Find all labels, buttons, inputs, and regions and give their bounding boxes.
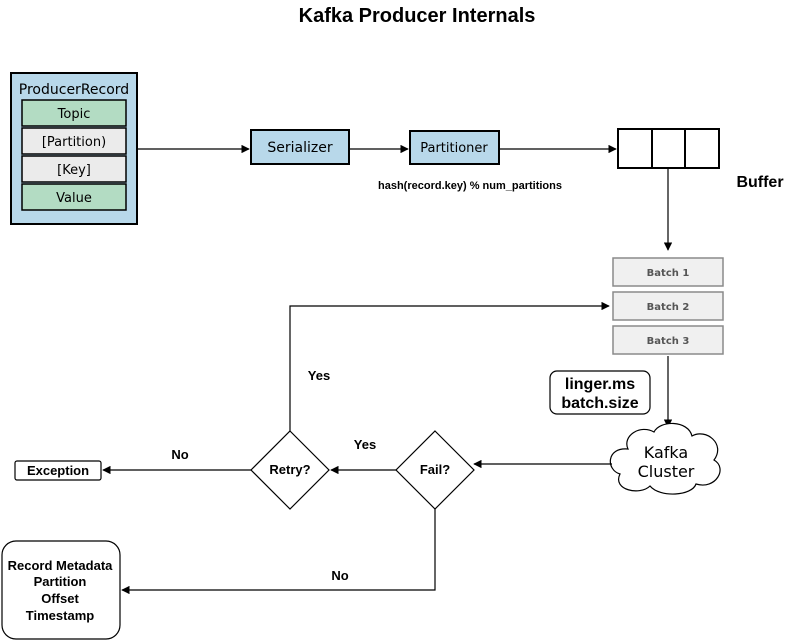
buffer-slot bbox=[651, 128, 686, 169]
batch-1-label: Batch 1 bbox=[647, 268, 690, 279]
field-topic: Topic bbox=[57, 107, 91, 122]
batch-2-label: Batch 2 bbox=[647, 302, 690, 313]
retry-no-label: No bbox=[171, 447, 188, 462]
fail-yes-label: Yes bbox=[354, 437, 376, 452]
retry-label: Retry? bbox=[269, 462, 310, 477]
batch-1-box bbox=[612, 257, 724, 287]
linger-ms-label: linger.ms bbox=[565, 376, 635, 393]
field-topic-box bbox=[21, 99, 127, 127]
field-partition-box bbox=[21, 127, 127, 155]
metadata-partition: Partition bbox=[34, 574, 87, 589]
fail-label: Fail? bbox=[420, 462, 450, 477]
batch-2-box bbox=[612, 291, 724, 321]
hash-label: hash(record.key) % num_partitions bbox=[378, 180, 562, 192]
fail-no-label: No bbox=[331, 568, 348, 583]
batch-size-label: batch.size bbox=[561, 395, 638, 412]
partitioner-label: Partitioner bbox=[420, 141, 488, 156]
cluster-label-line2: Cluster bbox=[638, 462, 695, 481]
retry-yes-label: Yes bbox=[308, 368, 330, 383]
kafka-cluster-cloud bbox=[609, 422, 721, 495]
serializer-box bbox=[250, 129, 350, 165]
serializer-label: Serializer bbox=[267, 140, 332, 156]
producer-record-label: ProducerRecord bbox=[19, 82, 129, 98]
batch-stack: Batch 1 Batch 2 Batch 3 bbox=[612, 257, 724, 355]
retry-decision bbox=[250, 430, 330, 510]
producer-record-box: ProducerRecord Topic [Partition) [Key] V… bbox=[10, 72, 138, 225]
arrow-fail-to-metadata bbox=[121, 509, 436, 595]
buffer bbox=[617, 128, 720, 169]
metadata-title: Record Metadata bbox=[8, 558, 114, 573]
buffer-slot bbox=[617, 128, 653, 169]
config-box bbox=[549, 370, 651, 415]
metadata-timestamp: Timestamp bbox=[26, 608, 94, 623]
arrow-retry-to-batches bbox=[289, 301, 610, 431]
field-key: [Key] bbox=[57, 163, 91, 178]
field-value: Value bbox=[56, 191, 92, 206]
field-partition: [Partition) bbox=[42, 135, 106, 150]
diagram-title: Kafka Producer Internals bbox=[299, 5, 536, 27]
field-value-box bbox=[21, 183, 127, 211]
metadata-offset: Offset bbox=[41, 591, 79, 606]
buffer-slot bbox=[684, 128, 720, 169]
batch-3-box bbox=[612, 325, 724, 355]
exception-label: Exception bbox=[27, 463, 89, 478]
batch-3-label: Batch 3 bbox=[647, 336, 690, 347]
field-key-box bbox=[21, 155, 127, 183]
record-metadata-box bbox=[1, 540, 121, 640]
exception-box bbox=[14, 460, 102, 481]
partitioner-box bbox=[409, 130, 500, 165]
buffer-label: Buffer bbox=[736, 174, 783, 191]
cluster-label-line1: Kafka bbox=[644, 443, 688, 462]
